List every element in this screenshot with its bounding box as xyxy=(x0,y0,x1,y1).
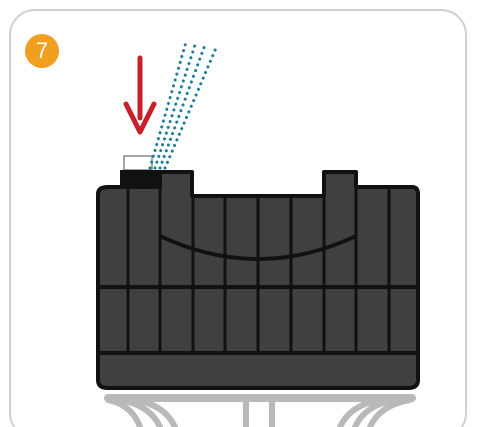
down-arrow-icon xyxy=(123,55,157,135)
module-ribs xyxy=(126,189,391,352)
step-number-badge: 7 xyxy=(25,34,59,68)
stand-rails xyxy=(104,394,416,427)
spray-dots-icon xyxy=(148,40,218,170)
module-curve xyxy=(159,234,357,261)
nozzle-cap xyxy=(120,155,160,188)
module-body xyxy=(96,170,420,390)
